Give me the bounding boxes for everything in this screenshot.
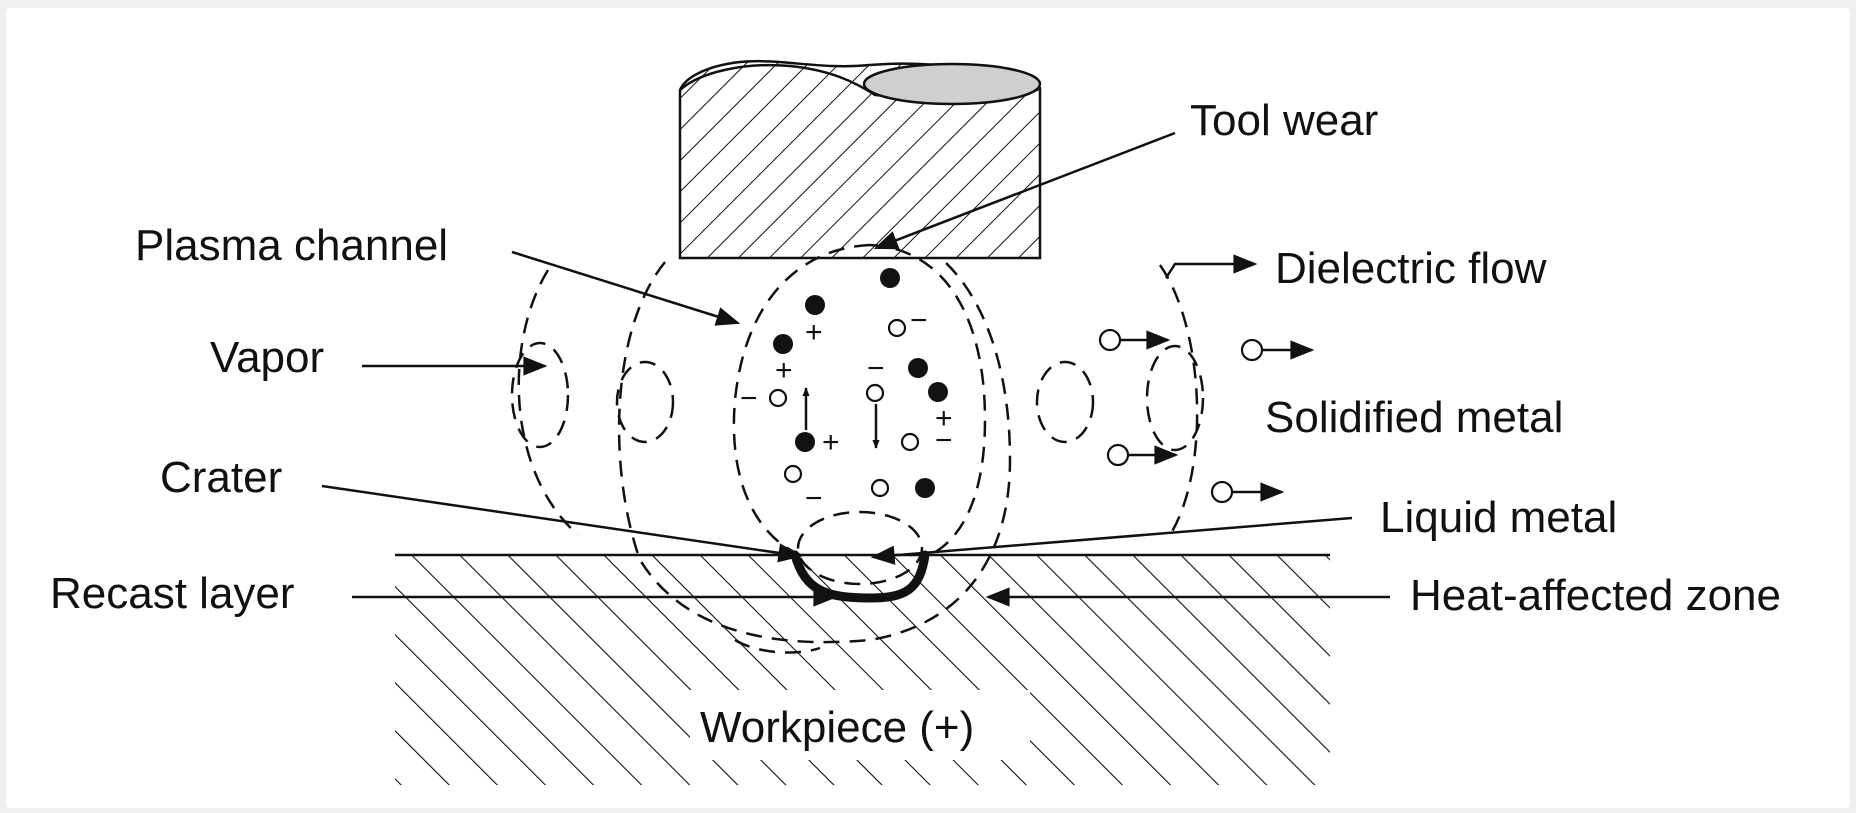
labels: Tool wear Plasma channel Dielectric flow…: [50, 96, 1781, 752]
label-liquid-metal: Liquid metal: [1380, 493, 1617, 542]
ion-particle: [928, 382, 948, 402]
workpiece-label-backdrop: [690, 690, 1030, 760]
solidified-metal-particles: [1098, 328, 1315, 504]
vapor-outer-right: [1158, 264, 1199, 536]
vapor-pocket-1: [510, 341, 570, 449]
debris-particle: [1210, 480, 1234, 504]
vapor-pocket-3: [1035, 360, 1095, 444]
leader-lines: [321, 131, 1390, 607]
ion-particle: [908, 358, 928, 378]
label-heat-affected-zone: Heat-affected zone: [1410, 571, 1781, 620]
label-dielectric-flow: Dielectric flow: [1275, 244, 1547, 293]
electron-particle: [887, 318, 907, 338]
charge-minus: −: [867, 352, 885, 385]
label-solidified-metal: Solidified metal: [1265, 393, 1563, 442]
discharge-zones: [510, 243, 1205, 654]
vapor-pocket-2: [615, 360, 675, 444]
electron-particle: [768, 388, 788, 408]
hez-lower-curve: [734, 638, 821, 654]
electron-particle: [865, 383, 885, 403]
label-vapor: Vapor: [210, 333, 324, 382]
plasma-channel-left: [732, 243, 871, 557]
charge-plus: +: [822, 426, 840, 459]
leader-crater: [321, 484, 803, 563]
leader-liquid-metal: [870, 516, 1353, 565]
charge-plus: +: [935, 402, 953, 435]
leader-dielectric-flow: [1164, 254, 1258, 279]
label-tool-wear: Tool wear: [1190, 96, 1378, 145]
ion-particle: [880, 268, 900, 288]
charge-plus: +: [775, 354, 793, 387]
label-recast-layer: Recast layer: [50, 569, 295, 618]
debris-particle: [1106, 443, 1130, 467]
label-crater: Crater: [160, 453, 282, 502]
ion-particle: [795, 432, 815, 452]
ion-particle: [805, 295, 825, 315]
charge-minus: −: [935, 424, 953, 457]
tool-top-face: [862, 62, 1042, 106]
charge-minus: −: [910, 304, 928, 337]
debris-particle: [1098, 328, 1122, 352]
leader-plasma-channel: [511, 250, 741, 326]
ion-particle: [915, 478, 935, 498]
charge-minus: −: [740, 382, 758, 415]
ion-particle: [773, 334, 793, 354]
charge-minus: −: [805, 482, 823, 515]
electron-particle: [870, 478, 890, 498]
tool-electrode: [678, 59, 1042, 260]
label-workpiece: Workpiece (+): [700, 703, 974, 752]
recast-layer-arc: [790, 550, 930, 603]
charge-plus: +: [805, 316, 823, 349]
leader-tool-wear: [873, 131, 1176, 250]
plasma-channel-right: [869, 243, 987, 557]
debris-particle: [1240, 338, 1264, 362]
workpiece-block: [395, 553, 1330, 785]
outer-vapor-bubble: [617, 261, 1012, 644]
vapor-outer-left: [517, 269, 579, 536]
electron-particle: [783, 464, 803, 484]
electron-particle: [900, 432, 920, 452]
plasma-particles: + + + + − − − − −: [740, 268, 953, 515]
label-plasma-channel: Plasma channel: [135, 221, 448, 270]
